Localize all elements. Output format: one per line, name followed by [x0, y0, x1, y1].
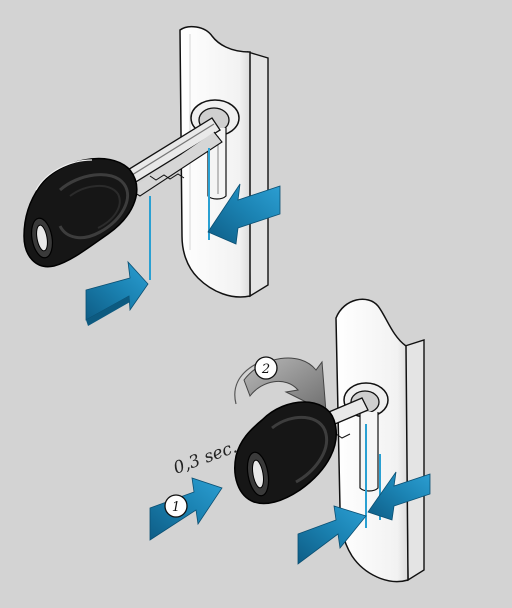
figure-insert [23, 25, 281, 326]
push-arrow-icon [85, 260, 149, 326]
door-plate-icon [335, 298, 425, 583]
time-label: 0,3 sec. [171, 437, 240, 478]
figure-turn: 1 2 0,3 sec. [149, 298, 431, 583]
press-arrow-icon [367, 471, 431, 521]
step-badge-push: 1 [164, 494, 188, 518]
remote-key-icon [234, 401, 337, 505]
step-number-push: 1 [172, 500, 180, 515]
step-badge-rotate: 2 [254, 356, 278, 380]
press-arrow-icon [297, 505, 367, 565]
remote-key-icon [23, 157, 138, 268]
step-number-rotate: 2 [261, 362, 270, 377]
press-arrow-icon [207, 183, 281, 245]
